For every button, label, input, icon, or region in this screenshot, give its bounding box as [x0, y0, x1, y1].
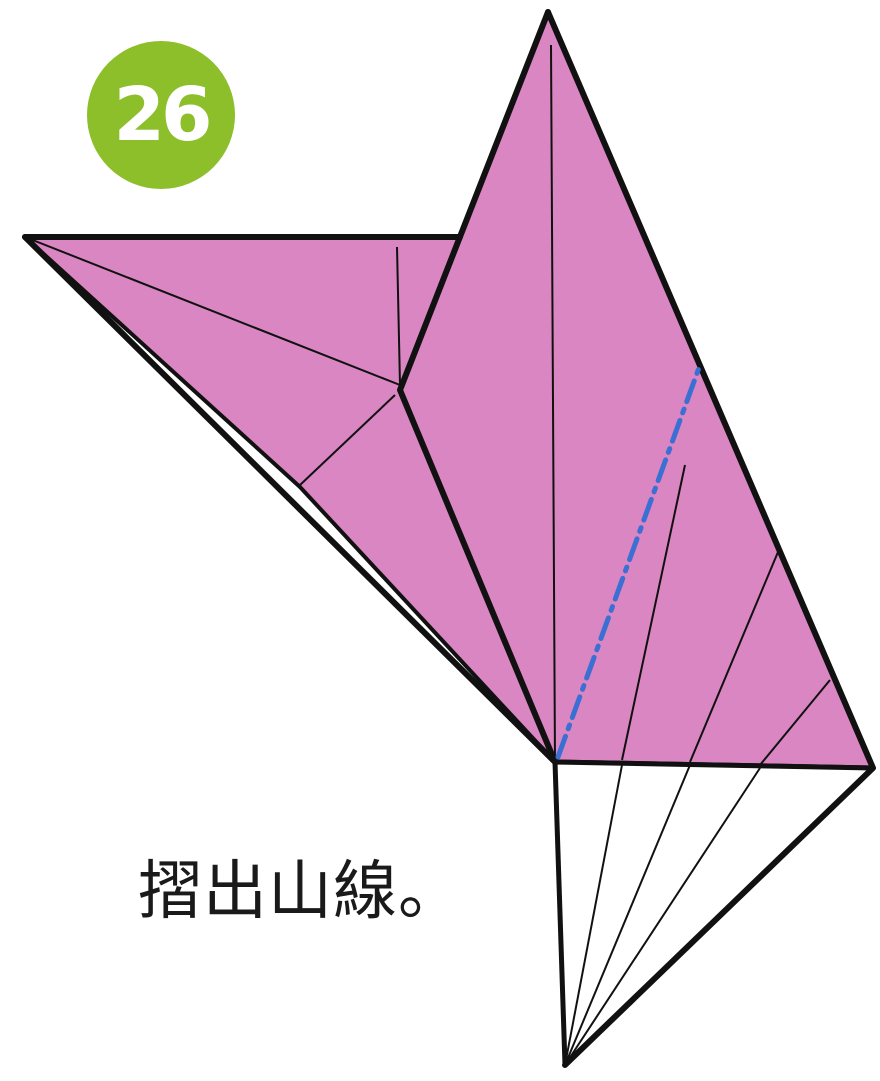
crease-lines: [24, 44, 874, 1066]
crease-line: [564, 767, 761, 1066]
crease-line: [759, 679, 831, 766]
mountain-fold-line: [555, 362, 703, 760]
crease-line: [554, 764, 566, 1066]
crease-line: [564, 764, 691, 1066]
white-flap: [552, 759, 876, 1068]
instruction-text: 摺出山線。: [138, 855, 463, 929]
crease-line: [621, 464, 686, 761]
crease-line: [689, 551, 779, 763]
crease-line: [24, 236, 401, 386]
crease-line: [550, 44, 556, 763]
step-badge: 26: [87, 41, 235, 189]
crease-line: [299, 394, 396, 486]
crease-line: [396, 246, 401, 386]
step-number: 26: [113, 72, 213, 158]
crease-line: [564, 764, 623, 1066]
crease-line: [554, 761, 874, 769]
